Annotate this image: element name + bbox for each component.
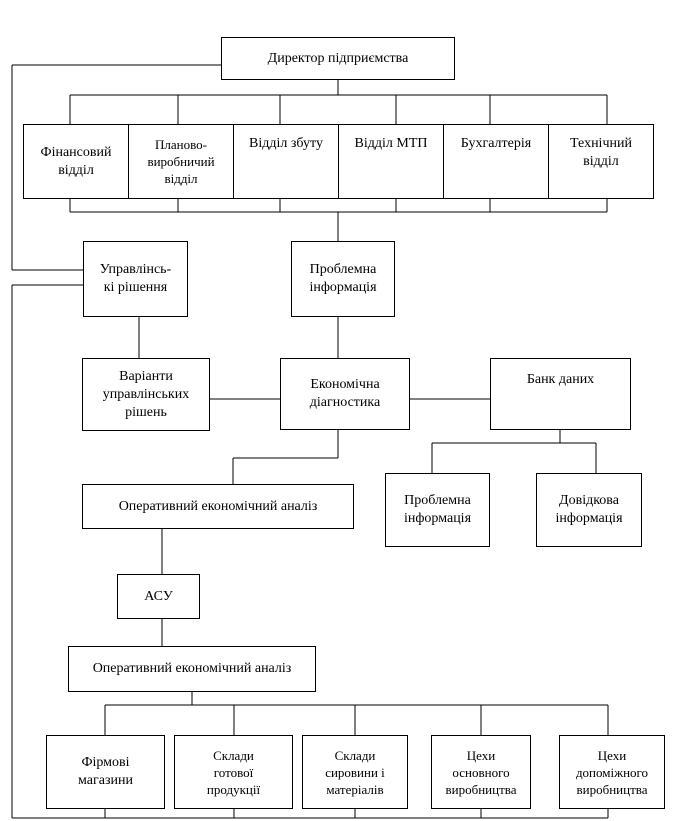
main-workshops-box: Цехи основного виробництва bbox=[431, 735, 531, 809]
asu-label: АСУ bbox=[144, 588, 173, 604]
planning-department-box: Планово- виробничий відділ bbox=[128, 124, 234, 199]
director-label: Директор підприємства bbox=[267, 50, 409, 66]
databank-box: Банк даних bbox=[490, 358, 631, 430]
finished-goods-warehouses-label: Склади готової продукції bbox=[206, 747, 261, 797]
raw-materials-warehouses-label: Склади сировини і матеріалів bbox=[325, 747, 385, 797]
management-decisions-label: Управлінсь- кі рішення bbox=[99, 262, 172, 295]
problem-info-top-box: Проблемна інформація bbox=[291, 241, 395, 317]
technical-department-box: Технічний відділ bbox=[548, 124, 654, 199]
operational-analysis-box-1: Оперативний економічний аналіз bbox=[82, 484, 354, 529]
accounting-department-label: Бухгалтерія bbox=[460, 136, 532, 151]
mtp-department-label: Відділ МТП bbox=[354, 136, 428, 151]
economic-diagnostics-label: Економічна діагностика bbox=[309, 377, 381, 410]
problem-info-bottom-label: Проблемна інформація bbox=[403, 493, 472, 526]
problem-info-bottom-box: Проблемна інформація bbox=[385, 473, 490, 547]
finished-goods-warehouses-box: Склади готової продукції bbox=[174, 735, 293, 809]
operational-analysis-label-1: Оперативний економічний аналіз bbox=[118, 498, 318, 514]
firm-shops-label: Фірмові магазини bbox=[78, 755, 133, 788]
economic-diagnostics-box: Економічна діагностика bbox=[280, 358, 410, 430]
finance-department-box: Фінансовий відділ bbox=[23, 124, 129, 199]
operational-analysis-label-2: Оперативний економічний аналіз bbox=[92, 661, 292, 676]
sales-department-label: Відділ збуту bbox=[249, 136, 323, 151]
accounting-department-box: Бухгалтерія bbox=[443, 124, 549, 199]
databank-label: Банк даних bbox=[526, 372, 595, 387]
asu-box: АСУ bbox=[117, 574, 200, 619]
finance-department-label: Фінансовий відділ bbox=[40, 144, 112, 178]
problem-info-top-label: Проблемна інформація bbox=[309, 262, 377, 295]
management-decisions-box: Управлінсь- кі рішення bbox=[83, 241, 188, 317]
technical-department-label: Технічний відділ bbox=[570, 136, 632, 169]
decision-variants-label: Варіанти управлінських рішень bbox=[102, 368, 190, 420]
reference-info-box: Довідкова інформація bbox=[536, 473, 642, 547]
auxiliary-workshops-box: Цехи допоміжного виробництва bbox=[559, 735, 665, 809]
firm-shops-box: Фірмові магазини bbox=[46, 735, 165, 809]
decision-variants-box: Варіанти управлінських рішень bbox=[82, 358, 210, 431]
mtp-department-box: Відділ МТП bbox=[338, 124, 444, 199]
planning-department-label: Планово- виробничий відділ bbox=[147, 137, 215, 186]
auxiliary-workshops-label: Цехи допоміжного виробництва bbox=[575, 747, 649, 797]
reference-info-label: Довідкова інформація bbox=[555, 493, 623, 526]
main-workshops-label: Цехи основного виробництва bbox=[445, 747, 517, 797]
raw-materials-warehouses-box: Склади сировини і матеріалів bbox=[302, 735, 408, 809]
operational-analysis-box-2: Оперативний економічний аналіз bbox=[68, 646, 316, 692]
director-box: Директор підприємства bbox=[221, 37, 455, 80]
sales-department-box: Відділ збуту bbox=[233, 124, 339, 199]
